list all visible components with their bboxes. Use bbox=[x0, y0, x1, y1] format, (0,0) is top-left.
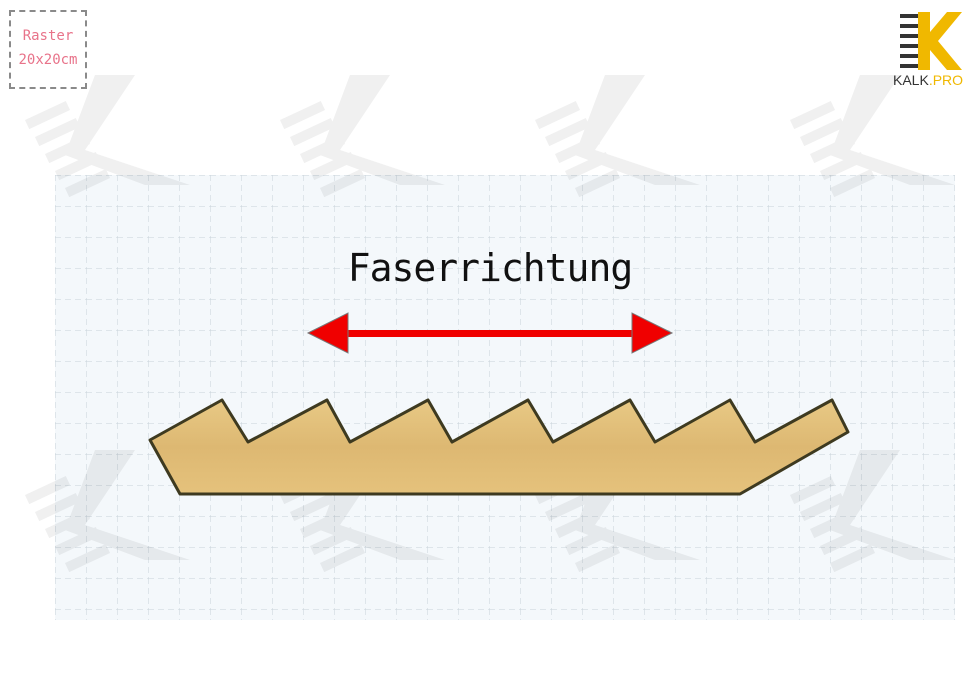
raster-size: 20x20cm bbox=[18, 52, 78, 68]
diagram-title: Faserrichtung bbox=[347, 246, 633, 290]
raster-label: Raster bbox=[22, 28, 74, 44]
grid bbox=[55, 175, 955, 620]
logo-suffix: .PRO bbox=[928, 72, 964, 88]
arrow-head-left bbox=[306, 312, 349, 354]
wood-board bbox=[148, 398, 850, 496]
grain-direction-arrow bbox=[306, 312, 674, 354]
kalk-logo-icon bbox=[900, 12, 962, 70]
raster-legend: Raster 20x20cm bbox=[9, 10, 87, 89]
arrow-head-right bbox=[631, 312, 674, 354]
logo-name: KALK bbox=[893, 72, 929, 88]
logo-text: KALK.PRO bbox=[893, 72, 963, 88]
